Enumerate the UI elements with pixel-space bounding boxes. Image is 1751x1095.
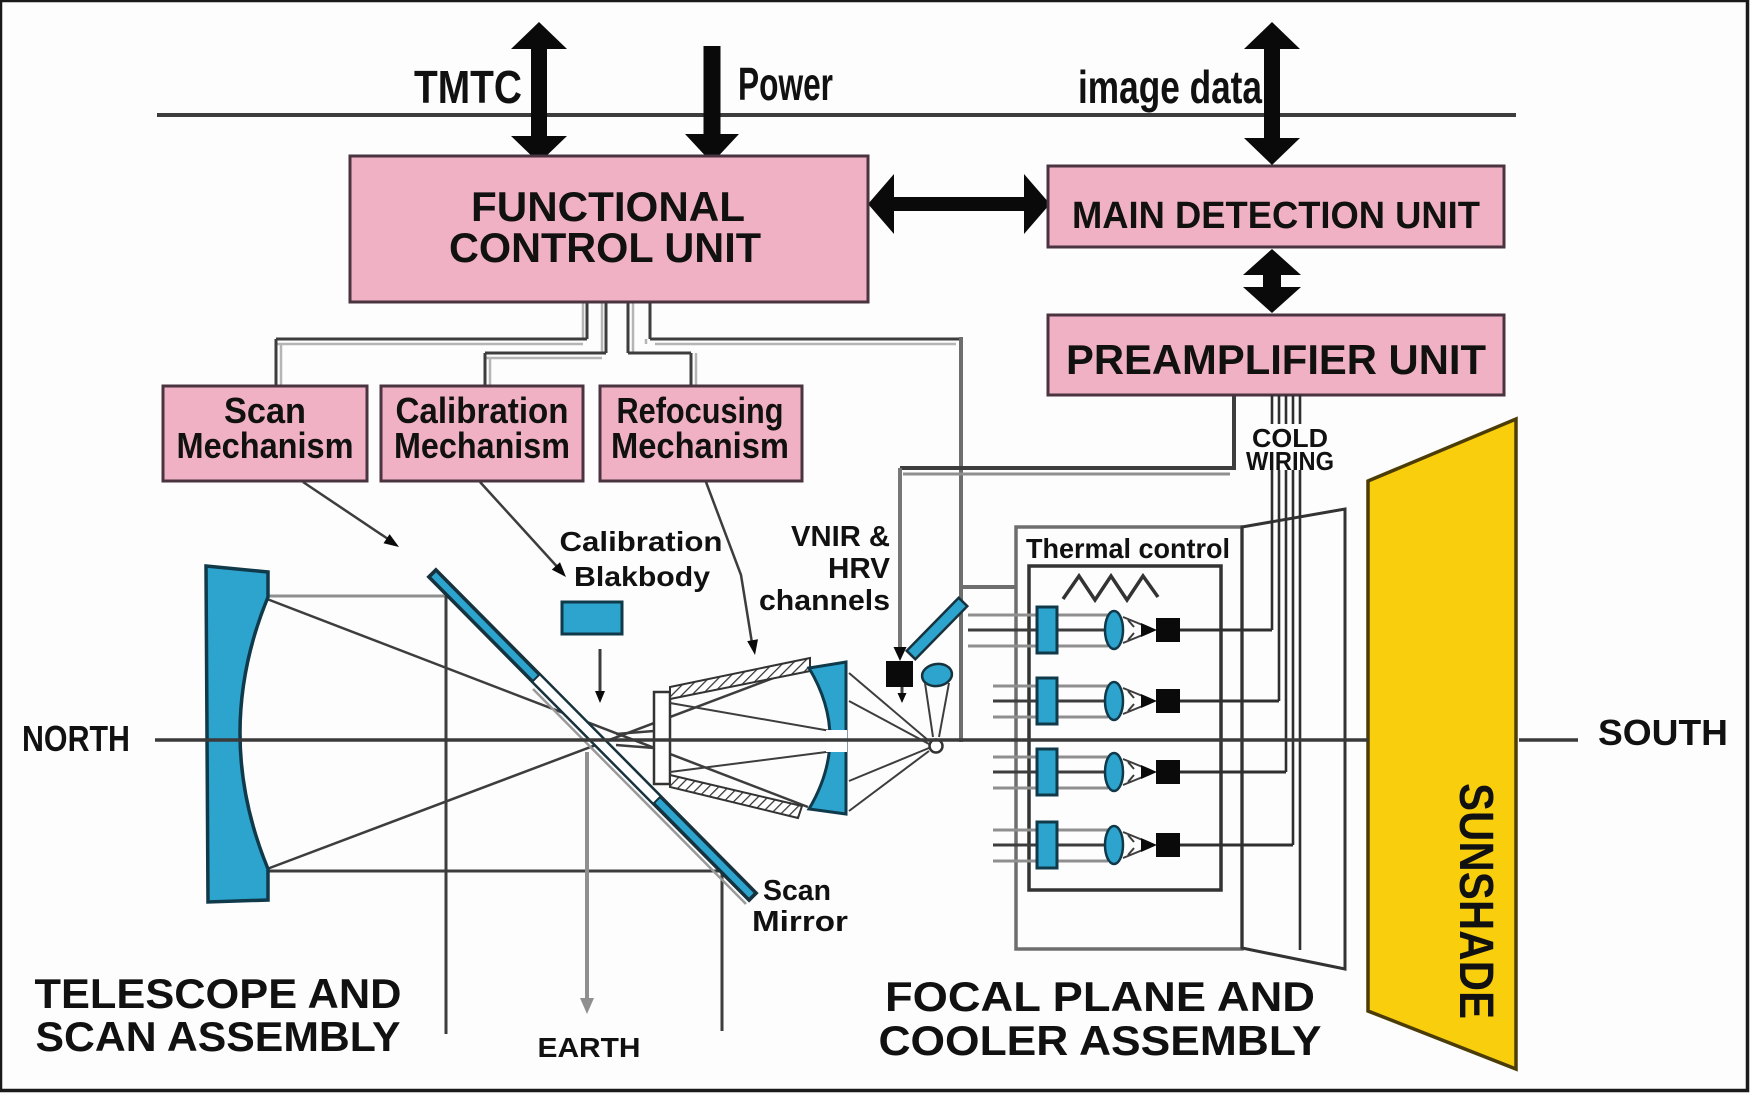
svg-text:Mechanism: Mechanism xyxy=(394,425,570,466)
svg-text:CONTROL UNIT: CONTROL UNIT xyxy=(449,224,761,271)
svg-text:WIRING: WIRING xyxy=(1246,446,1334,476)
svg-text:channels: channels xyxy=(759,585,890,617)
svg-text:Calibration: Calibration xyxy=(560,526,723,557)
svg-text:TMTC: TMTC xyxy=(414,61,522,113)
svg-text:FUNCTIONAL: FUNCTIONAL xyxy=(471,183,745,230)
svg-text:PREAMPLIFIER UNIT: PREAMPLIFIER UNIT xyxy=(1066,336,1486,383)
svg-text:EARTH: EARTH xyxy=(538,1032,641,1063)
svg-text:Blakbody: Blakbody xyxy=(574,561,710,592)
svg-text:COOLER ASSEMBLY: COOLER ASSEMBLY xyxy=(879,1017,1322,1064)
svg-text:SUNSHADE: SUNSHADE xyxy=(1449,783,1502,1019)
svg-text:image data: image data xyxy=(1078,61,1262,113)
svg-text:Thermal control: Thermal control xyxy=(1026,533,1230,564)
svg-text:FOCAL PLANE AND: FOCAL PLANE AND xyxy=(885,973,1315,1020)
svg-text:Calibration: Calibration xyxy=(396,390,569,431)
svg-text:SOUTH: SOUTH xyxy=(1598,712,1728,753)
svg-text:TELESCOPE AND: TELESCOPE AND xyxy=(35,970,402,1017)
svg-text:Mechanism: Mechanism xyxy=(611,425,789,466)
svg-text:Power: Power xyxy=(738,58,833,110)
svg-text:MAIN DETECTION UNIT: MAIN DETECTION UNIT xyxy=(1072,195,1480,237)
svg-text:Refocusing: Refocusing xyxy=(617,390,784,431)
svg-text:HRV: HRV xyxy=(828,553,891,585)
svg-text:NORTH: NORTH xyxy=(22,718,130,759)
svg-text:Mirror: Mirror xyxy=(752,906,848,938)
svg-text:VNIR &: VNIR & xyxy=(791,521,890,553)
svg-text:Scan: Scan xyxy=(763,875,831,907)
svg-text:Scan: Scan xyxy=(224,390,306,431)
svg-text:SCAN ASSEMBLY: SCAN ASSEMBLY xyxy=(36,1013,401,1060)
svg-text:Mechanism: Mechanism xyxy=(177,425,354,466)
svg-text:COLD: COLD xyxy=(1252,423,1328,453)
